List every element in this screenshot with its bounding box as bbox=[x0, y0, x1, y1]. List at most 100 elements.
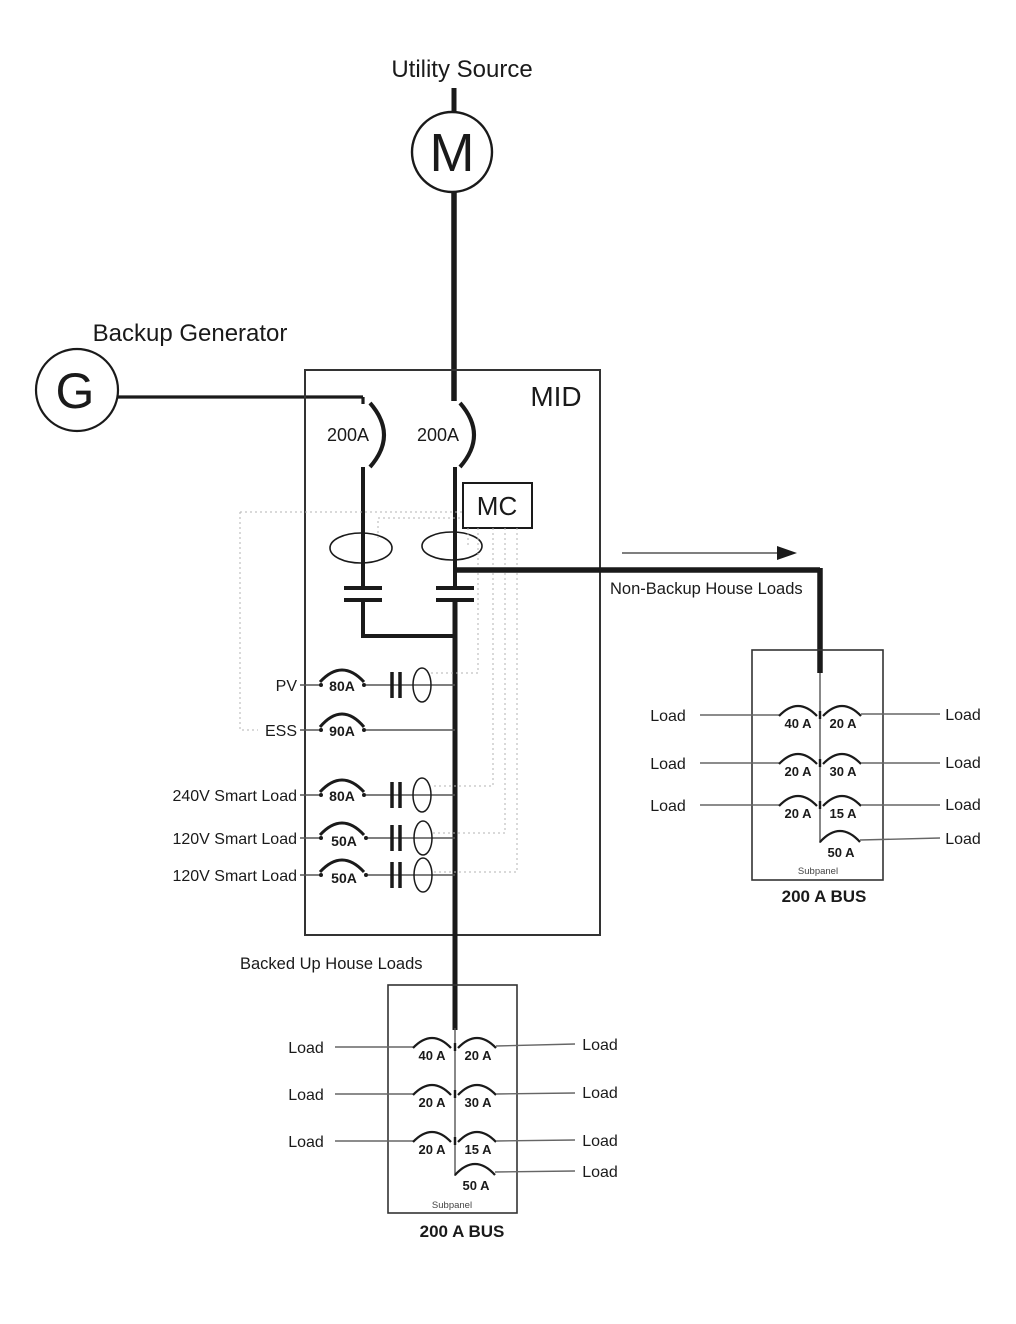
terminal-dot bbox=[364, 836, 368, 840]
breaker-rating: 20 A bbox=[419, 1142, 447, 1157]
terminal-dot bbox=[362, 683, 366, 687]
breaker-arc bbox=[457, 1036, 497, 1049]
breaker-rating: 20 A bbox=[465, 1048, 493, 1063]
load-stub bbox=[495, 1043, 576, 1047]
flow-arrow-head-icon bbox=[777, 546, 797, 560]
pv-label: PV bbox=[276, 678, 298, 695]
breaker-arc bbox=[778, 794, 818, 807]
subpanel-box bbox=[387, 984, 518, 1214]
load-label: Load bbox=[288, 1134, 324, 1151]
breaker-arc bbox=[822, 794, 862, 807]
breaker-rating: 40 A bbox=[785, 716, 813, 731]
breaker-arc bbox=[822, 704, 862, 717]
control-wire bbox=[433, 528, 506, 834]
breaker-arc bbox=[454, 1162, 496, 1176]
terminal-dot bbox=[319, 836, 323, 840]
breaker-rating: 20 A bbox=[830, 716, 858, 731]
subpanel-label: Subpanel bbox=[798, 866, 838, 877]
non-backup-loads-label: Non-Backup House Loads bbox=[610, 580, 803, 598]
ct-coil-generator bbox=[329, 532, 393, 564]
ct-coil-utility bbox=[421, 531, 483, 561]
breaker-rating: 15 A bbox=[830, 806, 858, 821]
terminal-dot bbox=[319, 683, 323, 687]
non-backup-subpanel: 40 A 20 A Load Load 20 A 30 A Load Load … bbox=[650, 649, 981, 906]
breaker-arc bbox=[822, 752, 862, 765]
smart-load-120v-1-rating: 50A bbox=[331, 833, 357, 849]
terminal-dot bbox=[319, 873, 323, 877]
breaker-arc bbox=[412, 1130, 452, 1143]
smart-load-120v-2-rating: 50A bbox=[331, 870, 357, 886]
bus-rating-label: 200 A BUS bbox=[420, 1222, 505, 1241]
control-wire bbox=[433, 528, 518, 873]
load-label: Load bbox=[945, 797, 981, 814]
ess-breaker-arc bbox=[318, 712, 366, 728]
backed-up-subpanel: 40 A 20 A Load Load 20 A 30 A Load Load … bbox=[288, 984, 618, 1241]
smart-load-ct-coil bbox=[412, 777, 432, 813]
smart-load-120v-2-breaker-arc bbox=[318, 858, 366, 874]
meter-symbol: M bbox=[430, 123, 475, 183]
smart-load-120v-1-breaker-arc bbox=[318, 821, 366, 837]
load-stub bbox=[494, 1170, 576, 1173]
breaker-arc bbox=[819, 829, 861, 843]
bus-rating-label: 200 A BUS bbox=[782, 887, 867, 906]
terminal-dot bbox=[319, 793, 323, 797]
load-label: Load bbox=[288, 1040, 324, 1057]
breaker-arc bbox=[457, 1083, 497, 1096]
breaker-rating: 50 A bbox=[828, 845, 856, 860]
smart-load-240v-breaker-arc bbox=[318, 778, 366, 794]
smart-load-240v-label: 240V Smart Load bbox=[172, 788, 297, 805]
smart-load-ct-coil bbox=[413, 820, 433, 856]
breaker-rating: 50 A bbox=[463, 1178, 491, 1193]
generator-icon bbox=[34, 347, 120, 433]
breaker-rating: 20 A bbox=[785, 806, 813, 821]
pv-breaker-arc bbox=[318, 668, 366, 684]
load-label: Load bbox=[650, 756, 686, 773]
generator-breaker-arc bbox=[368, 401, 386, 469]
breaker-rating: 15 A bbox=[465, 1142, 493, 1157]
utility-source-label: Utility Source bbox=[391, 56, 532, 83]
subpanel-box bbox=[751, 649, 884, 881]
breaker-rating: 20 A bbox=[419, 1095, 447, 1110]
load-label: Load bbox=[945, 831, 981, 848]
ess-label: ESS bbox=[265, 723, 297, 740]
load-label: Load bbox=[582, 1085, 618, 1102]
terminal-dot bbox=[362, 793, 366, 797]
breaker-rating: 30 A bbox=[465, 1095, 493, 1110]
control-wire bbox=[432, 528, 494, 787]
smart-load-240v-rating: 80A bbox=[329, 788, 355, 804]
ess-breaker-rating: 90A bbox=[329, 723, 355, 739]
load-stub bbox=[495, 1139, 576, 1142]
smart-load-120v-2-label: 120V Smart Load bbox=[172, 868, 297, 885]
load-label: Load bbox=[582, 1037, 618, 1054]
generator-breaker-rating: 200A bbox=[327, 425, 369, 445]
load-label: Load bbox=[582, 1133, 618, 1150]
smart-load-ct-coil bbox=[413, 857, 433, 893]
terminal-dot bbox=[319, 728, 323, 732]
smart-load-120v-1-label: 120V Smart Load bbox=[172, 831, 297, 848]
load-label: Load bbox=[582, 1164, 618, 1181]
breaker-arc bbox=[457, 1130, 497, 1143]
generator-label: Backup Generator bbox=[93, 320, 288, 347]
breaker-rating: 30 A bbox=[830, 764, 858, 779]
pv-ct-coil bbox=[412, 667, 432, 703]
breaker-rating: 20 A bbox=[785, 764, 813, 779]
load-label: Load bbox=[288, 1087, 324, 1104]
mid-label: MID bbox=[530, 381, 581, 412]
load-stub bbox=[859, 837, 941, 841]
control-wire bbox=[377, 517, 460, 541]
subpanel-label: Subpanel bbox=[432, 1200, 472, 1211]
control-wire bbox=[431, 528, 479, 674]
terminal-dot bbox=[364, 873, 368, 877]
utility-breaker-rating: 200A bbox=[417, 425, 459, 445]
load-label: Load bbox=[650, 708, 686, 725]
utility-breaker-arc bbox=[458, 401, 476, 469]
load-label: Load bbox=[945, 707, 981, 724]
backed-up-loads-label: Backed Up House Loads bbox=[240, 955, 423, 973]
load-stub bbox=[495, 1092, 576, 1095]
breaker-arc bbox=[778, 704, 818, 717]
breaker-arc bbox=[412, 1083, 452, 1096]
control-wire bbox=[239, 512, 258, 731]
load-label: Load bbox=[650, 798, 686, 815]
load-label: Load bbox=[945, 755, 981, 772]
